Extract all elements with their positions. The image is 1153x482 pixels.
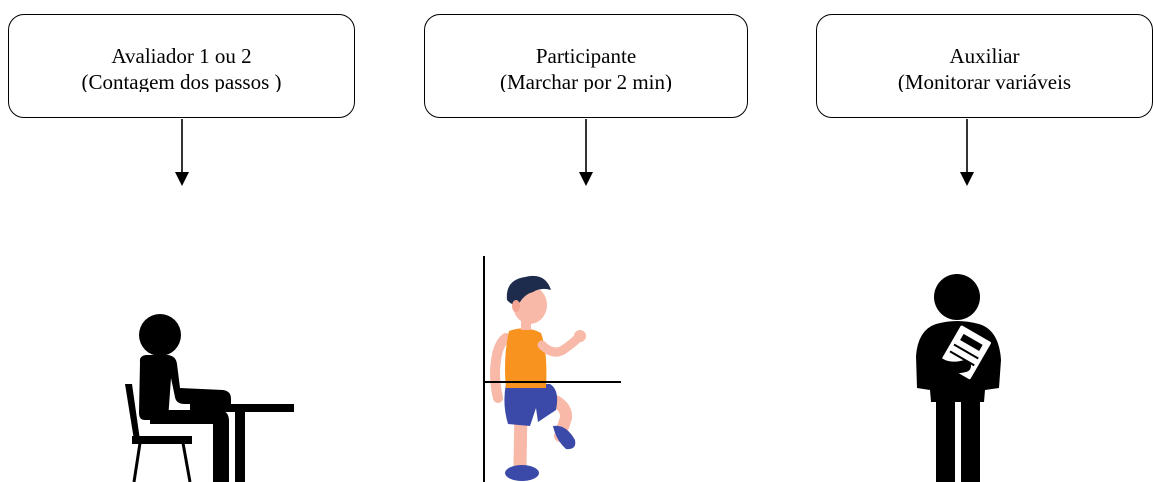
- arrow-evaluator: [175, 119, 189, 186]
- role-box-participant: Participante (Marchar por 2 min): [424, 14, 748, 118]
- arrow-participant: [579, 119, 593, 186]
- role-subtitle: (Marchar por 2 min): [499, 70, 673, 92]
- role-subtitle: (Monitorar variáveis: [897, 70, 1072, 92]
- arrow-assistant: [960, 119, 974, 186]
- person-with-clipboard-icon: [916, 274, 1001, 482]
- role-subtitle: (Contagem dos passos ): [81, 70, 282, 92]
- seated-person-at-desk-icon: [125, 314, 294, 482]
- role-box-evaluator: Avaliador 1 ou 2 (Contagem dos passos ): [8, 14, 355, 118]
- role-title: Participante: [535, 44, 637, 68]
- role-box-assistant: Auxiliar (Monitorar variáveis: [816, 14, 1153, 118]
- role-title: Avaliador 1 ou 2: [111, 44, 252, 68]
- role-title: Auxiliar: [949, 44, 1020, 68]
- marching-child-icon: [483, 256, 621, 482]
